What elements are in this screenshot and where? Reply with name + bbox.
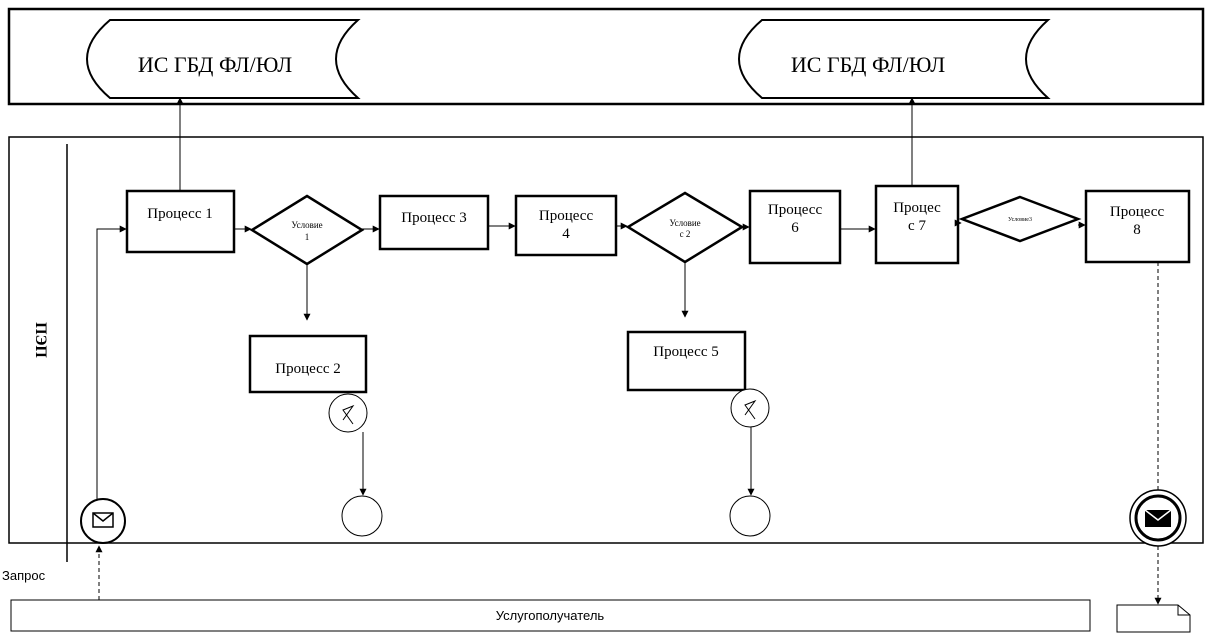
condition-1-label-2: 1 (305, 232, 310, 242)
process-6 (748, 189, 842, 265)
system-label-1: ИС ГБД ФЛ/ЮЛ (138, 52, 292, 77)
start-message-event (80, 498, 126, 544)
process-6-label-1: Процесс (768, 202, 823, 218)
system-storage-2: ИС ГБД ФЛ/ЮЛ (738, 19, 1051, 99)
process-4-label-1: Процесс (539, 208, 594, 224)
system-storage-1: ИС ГБД ФЛ/ЮЛ (86, 19, 361, 99)
intermediate-event-icon-1 (328, 393, 368, 433)
process-6-label-2: 6 (791, 220, 799, 236)
end-event-2 (729, 495, 771, 537)
condition-2-label-1: Условие (669, 218, 700, 228)
system-label-2: ИС ГБД ФЛ/ЮЛ (791, 52, 945, 77)
lane-label: ПЭП (32, 322, 49, 358)
condition-3-label: Условие3 (1008, 217, 1032, 223)
process-2-label: Процесс 2 (275, 361, 340, 377)
process-1 (125, 189, 236, 254)
document-icon (1116, 604, 1191, 633)
condition-1 (249, 194, 365, 266)
process-8-label-1: Процесс (1110, 204, 1165, 220)
process-5 (626, 330, 747, 392)
process-5-label: Процесс 5 (653, 344, 718, 360)
process-7 (874, 184, 960, 265)
process-4 (514, 194, 618, 257)
process-3 (378, 194, 490, 251)
condition-2-label-2: с 2 (680, 229, 691, 239)
arrow-start-p1 (96, 225, 127, 499)
condition-1-label-1: Условие (291, 220, 322, 230)
lane-pool (8, 136, 1204, 544)
intermediate-event-icon-2 (730, 388, 770, 428)
process-7-label-2: с 7 (908, 218, 926, 234)
end-message-event (1129, 489, 1187, 547)
process-3-label: Процесс 3 (401, 210, 466, 226)
recipient-label: Услугополучатель (496, 608, 605, 623)
process-1-label: Процесс 1 (147, 206, 212, 222)
condition-3 (958, 195, 1082, 243)
process-8 (1084, 189, 1191, 264)
systems-pool (7, 7, 1205, 106)
process-7-label-1: Процес (893, 200, 941, 216)
process-8-label-2: 8 (1133, 222, 1141, 238)
request-label: Запрос (2, 568, 46, 583)
process-2 (248, 334, 368, 394)
process-4-label-2: 4 (562, 226, 570, 242)
recipient-box (10, 599, 1091, 632)
end-event-1 (341, 495, 383, 537)
